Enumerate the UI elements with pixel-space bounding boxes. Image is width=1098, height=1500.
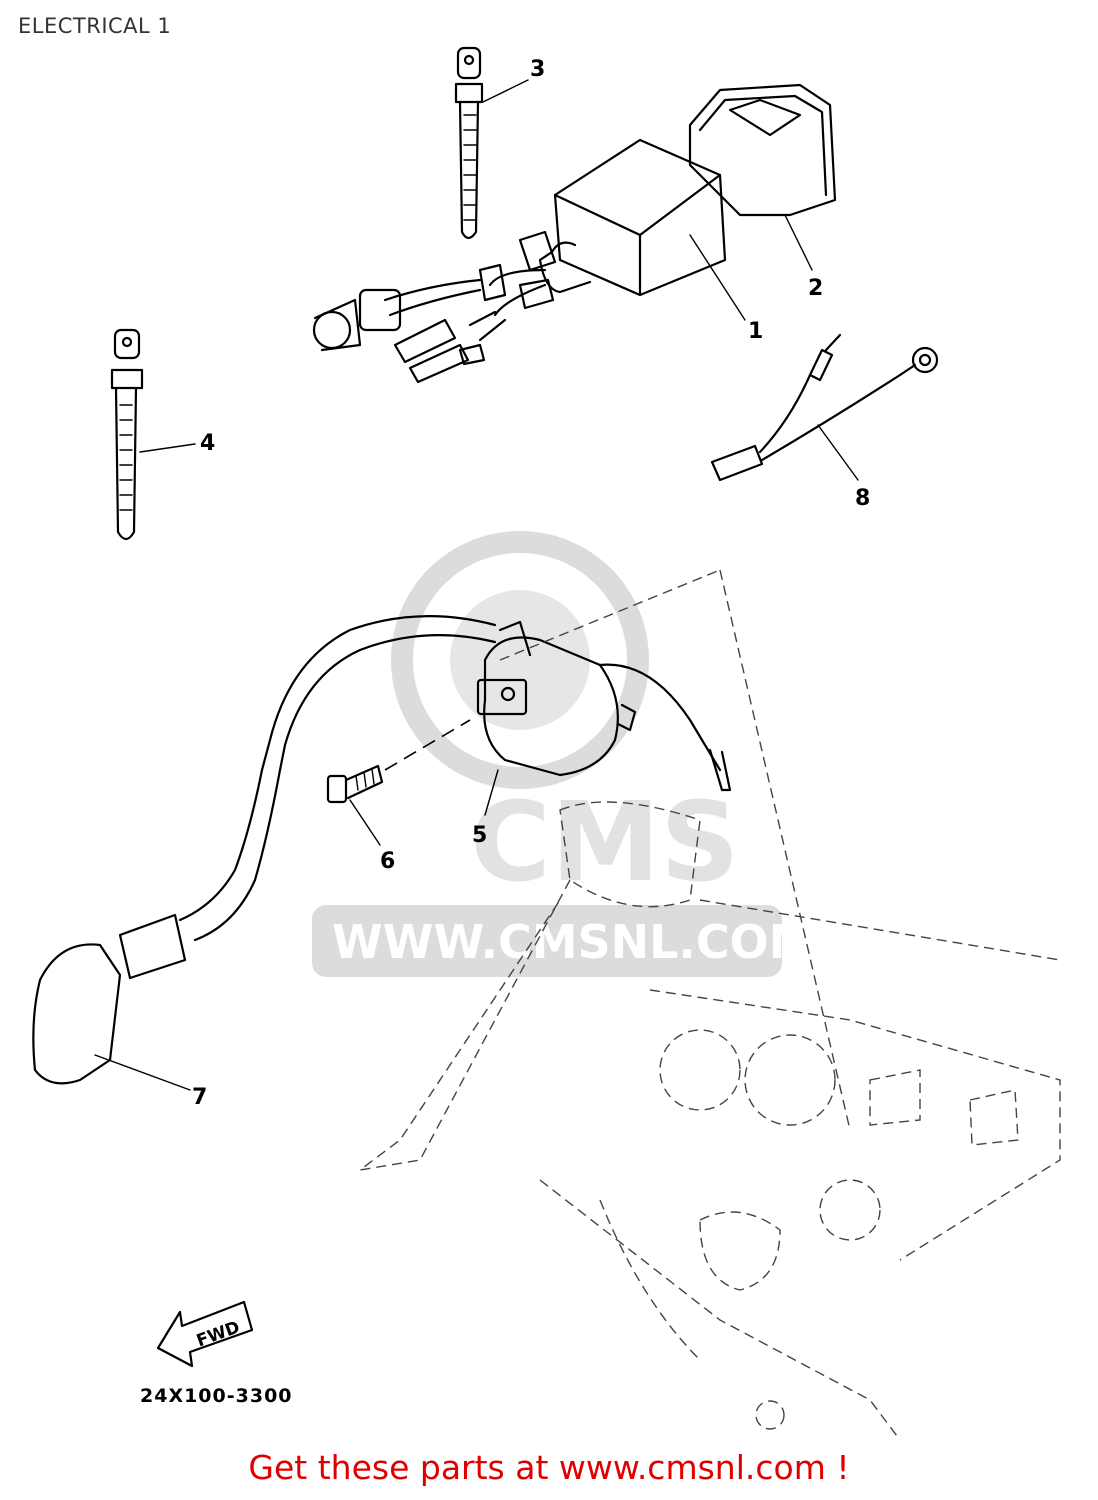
- footer-link[interactable]: Get these parts at www.cmsnl.com !: [248, 1448, 850, 1487]
- watermark: CMS WWW.CMSNL.COM: [312, 531, 815, 977]
- callout-3: 3: [530, 57, 545, 82]
- cdi-unit-part-1[interactable]: [312, 138, 727, 384]
- ignition-coil-part-5[interactable]: [476, 620, 732, 792]
- leader-lines: [94, 79, 859, 1091]
- callout-7: 7: [192, 1085, 207, 1110]
- lead-wire-part-8[interactable]: [710, 333, 939, 482]
- page-title: ELECTRICAL 1: [18, 14, 172, 38]
- callout-2: 2: [808, 276, 823, 301]
- callout-5: 5: [472, 823, 487, 848]
- diagram-code: 24X100-3300: [140, 1385, 293, 1407]
- plug-cap-part-7[interactable]: [32, 615, 497, 1085]
- cable-tie-part-4[interactable]: [110, 328, 144, 541]
- bolt-assembly-guide: [384, 719, 471, 771]
- engine-outline: [359, 569, 1061, 1440]
- watermark-logo: CMS: [470, 778, 739, 906]
- callout-1: 1: [748, 319, 763, 344]
- watermark-text: WWW.CMSNL.COM: [332, 915, 815, 969]
- fwd-arrow-label: FWD: [194, 1317, 243, 1351]
- rubber-cover-part-2[interactable]: [688, 83, 837, 217]
- callout-4: 4: [200, 431, 215, 456]
- fwd-arrow-group: FWD: [156, 1300, 254, 1368]
- callout-8: 8: [855, 486, 870, 511]
- cable-tie-part-3[interactable]: [454, 46, 484, 240]
- callout-6: 6: [380, 849, 395, 874]
- parts-diagram: CMS WWW.CMSNL.COM: [32, 46, 1061, 1440]
- bolt-part-6[interactable]: [326, 764, 384, 804]
